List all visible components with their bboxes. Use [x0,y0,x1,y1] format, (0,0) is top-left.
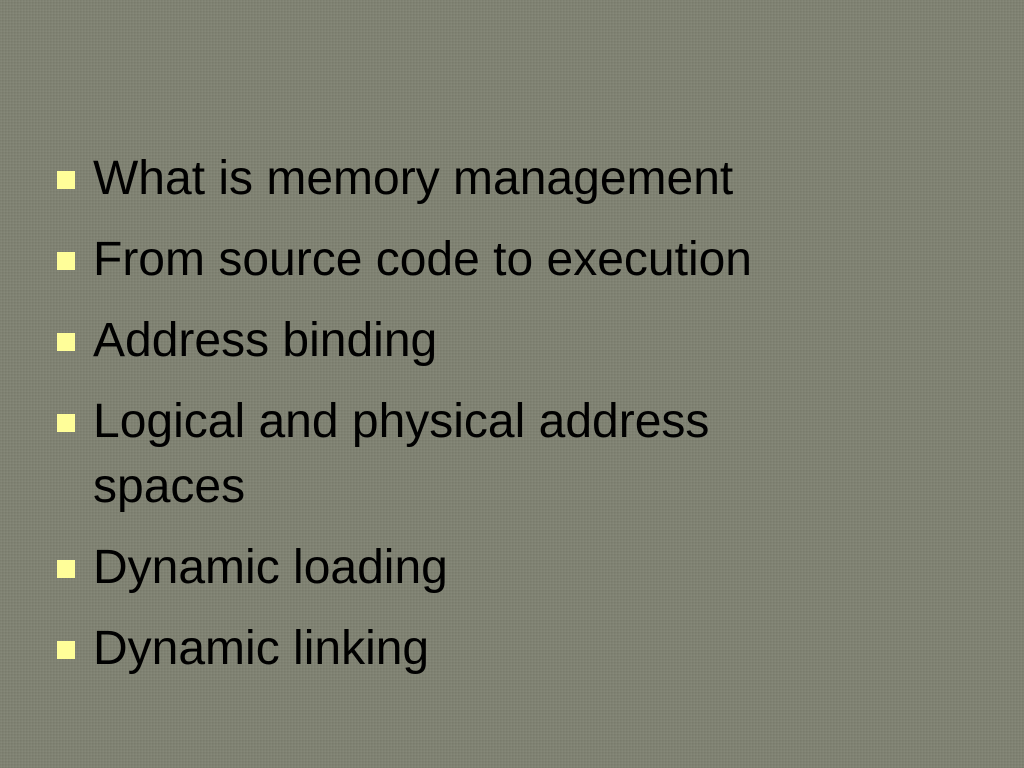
bullet-item: From source code to execution [57,227,997,292]
bullet-item: Logical and physical address spaces [57,389,853,519]
square-bullet-icon [57,414,75,432]
square-bullet-icon [57,560,75,578]
square-bullet-icon [57,252,75,270]
square-bullet-icon [57,641,75,659]
square-bullet-icon [57,171,75,189]
bullet-text: Logical and physical address spaces [93,395,710,513]
bullet-item: Dynamic loading [57,535,997,600]
square-bullet-icon [57,333,75,351]
bullet-text: Address binding [93,314,438,367]
bullet-list: What is memory management From source co… [57,146,997,697]
bullet-text: Dynamic loading [93,541,448,594]
bullet-text: Dynamic linking [93,622,430,675]
bullet-item: Dynamic linking [57,616,997,681]
bullet-text: What is memory management [93,152,734,205]
bullet-item: What is memory management [57,146,997,211]
bullet-text: From source code to execution [93,233,752,286]
bullet-item: Address binding [57,308,997,373]
